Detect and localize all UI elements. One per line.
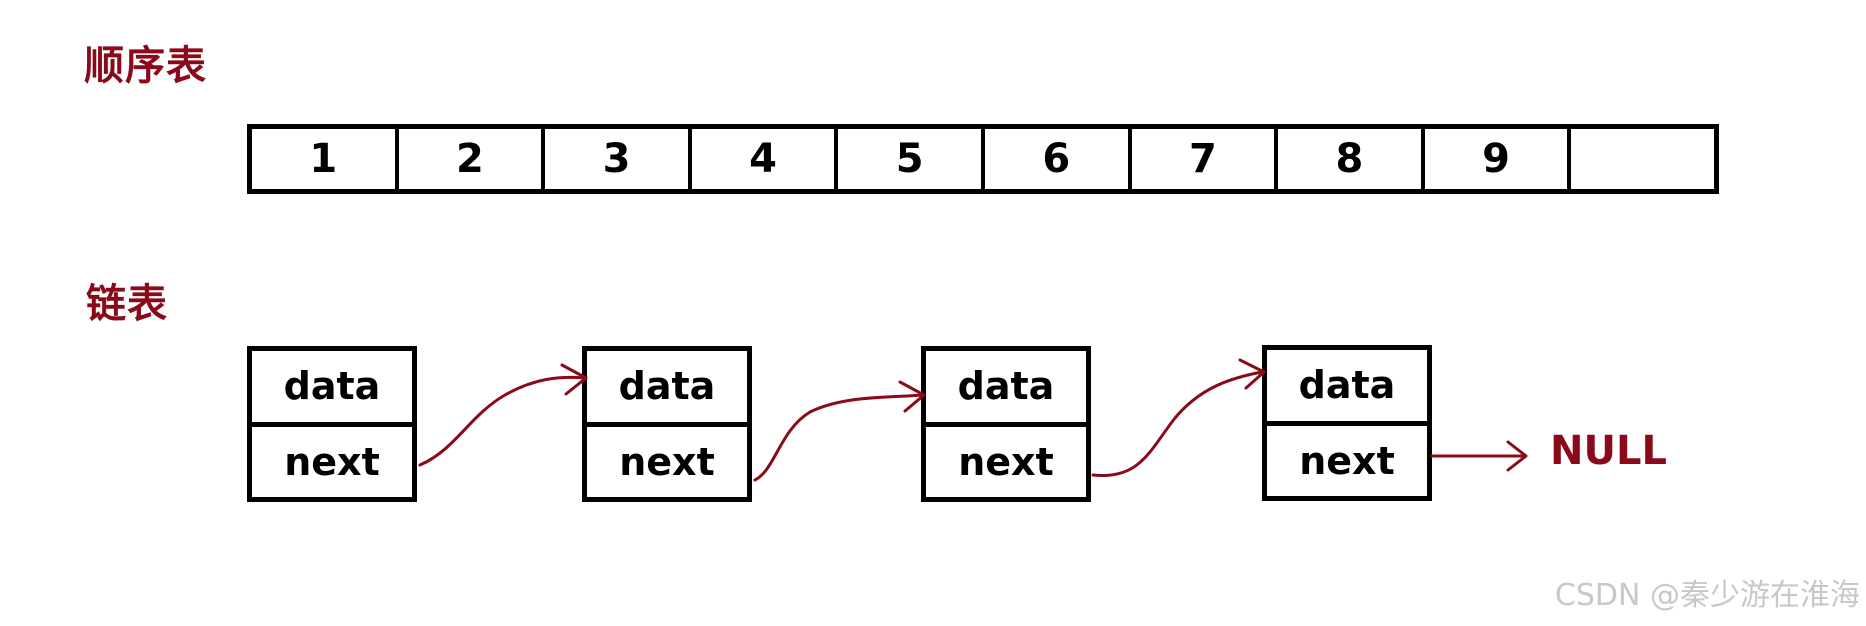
arrow-head — [1238, 358, 1266, 390]
null-terminator: NULL — [1550, 428, 1667, 474]
node-next-field: next — [587, 421, 747, 498]
node-next-field: next — [1267, 420, 1427, 497]
node-data-field: data — [618, 364, 716, 409]
array-cell: 1 — [309, 136, 338, 182]
pointer-arrow — [753, 393, 924, 482]
array-cell: 6 — [980, 129, 1128, 189]
array-cell-empty — [1567, 129, 1714, 189]
linked-list-node: data next — [1262, 345, 1432, 501]
sequence-list-array: 1 2 3 4 5 6 7 8 9 — [247, 124, 1719, 194]
array-cell: 5 — [834, 129, 981, 189]
linked-list-node: data next — [582, 346, 752, 502]
pointer-arrow — [418, 375, 587, 467]
linked-list-node: data next — [921, 346, 1091, 502]
sequence-list-title: 顺序表 — [84, 43, 207, 89]
arrow-head — [1506, 440, 1528, 472]
arrow-head — [898, 380, 926, 413]
linked-list-title: 链表 — [86, 281, 168, 327]
node-next-field: next — [926, 421, 1086, 498]
watermark: CSDN @秦少游在淮海 — [1554, 578, 1860, 613]
array-cell: 8 — [1274, 129, 1421, 189]
array-cell: 4 — [687, 129, 835, 189]
pointer-arrow — [1091, 370, 1264, 478]
node-next-field: next — [252, 421, 412, 498]
arrow-head — [560, 363, 588, 396]
node-data-field: data — [1298, 363, 1396, 408]
linked-list-node: data next — [247, 346, 417, 502]
array-cell: 7 — [1127, 129, 1275, 189]
node-data-field: data — [283, 364, 381, 409]
node-data-field: data — [957, 364, 1055, 409]
array-cell: 2 — [394, 129, 542, 189]
array-cell: 9 — [1420, 129, 1568, 189]
array-cell: 3 — [541, 129, 688, 189]
